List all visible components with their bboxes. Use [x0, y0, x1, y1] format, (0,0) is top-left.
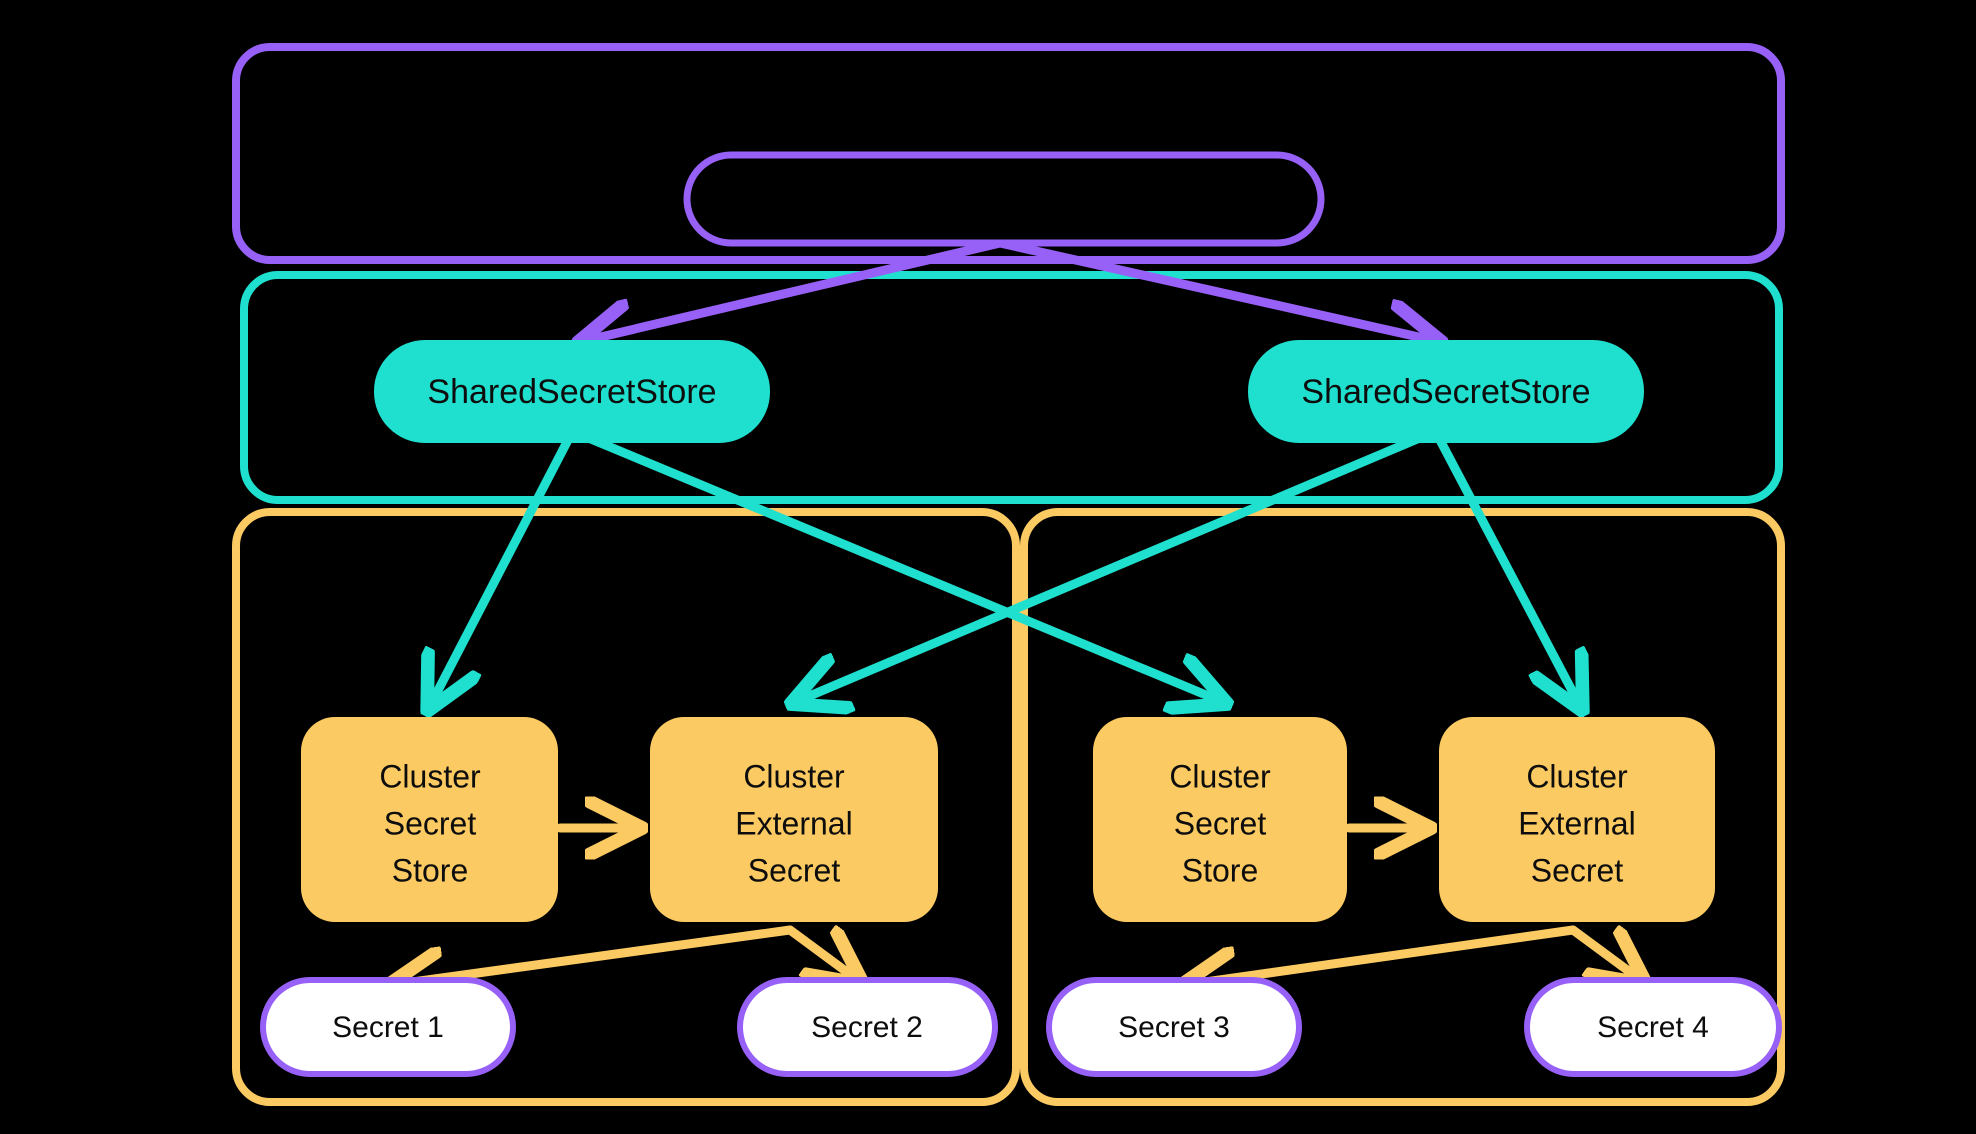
css-right-line3: Store	[1182, 852, 1258, 888]
secret-1-label: Secret 1	[332, 1011, 444, 1044]
cluster-right-container	[1020, 508, 1785, 1106]
node-secret-1[interactable]: Secret 1	[260, 977, 516, 1077]
edge-ces-left-to-secret-2	[785, 930, 855, 978]
ces-left-line1: Cluster	[743, 758, 845, 794]
node-secret-2[interactable]: Secret 2	[737, 977, 998, 1077]
css-left-line2: Secret	[384, 805, 477, 841]
ces-left-line3: Secret	[748, 852, 841, 888]
node-secret-3[interactable]: Secret 3	[1046, 977, 1302, 1077]
node-shared-secret-store-left[interactable]: SharedSecretStore	[374, 340, 770, 443]
secret-2-label: Secret 2	[811, 1011, 923, 1044]
ces-right-line2: External	[1518, 805, 1635, 841]
secret-3-label: Secret 3	[1118, 1011, 1230, 1044]
edge-shared-left-to-css-right	[581, 432, 1218, 700]
shared-scope-container	[240, 271, 1783, 504]
edge-shared-left-to-css-left	[432, 435, 573, 702]
secret-4-label: Secret 4	[1597, 1011, 1709, 1044]
edge-operator-to-shared-right	[995, 238, 1432, 340]
node-cluster-external-secret-left[interactable]: Cluster External Secret	[650, 717, 938, 922]
node-secret-4[interactable]: Secret 4	[1524, 977, 1782, 1077]
shared-secret-store-right-label: SharedSecretStore	[1301, 373, 1590, 411]
css-left-line3: Store	[392, 852, 468, 888]
operator-container	[232, 43, 1785, 264]
edge-shared-right-to-ces-left	[800, 432, 1427, 700]
node-shared-secret-store-right[interactable]: SharedSecretStore	[1248, 340, 1644, 443]
edge-operator-to-shared-left	[588, 238, 1005, 340]
cluster-left-container	[232, 508, 1020, 1106]
ces-left-line2: External	[735, 805, 852, 841]
css-right-line1: Cluster	[1169, 758, 1271, 794]
css-right-line2: Secret	[1174, 805, 1267, 841]
shared-secret-store-left-label: SharedSecretStore	[427, 373, 716, 411]
operator-inner-node[interactable]	[683, 151, 1325, 247]
node-cluster-external-secret-right[interactable]: Cluster External Secret	[1439, 717, 1715, 922]
css-left-line1: Cluster	[379, 758, 481, 794]
edge-ces-left-to-secret-1	[398, 925, 795, 984]
ces-right-line1: Cluster	[1526, 758, 1628, 794]
edge-ces-right-to-secret-4	[1568, 930, 1638, 978]
edge-shared-right-to-ces-right	[1435, 435, 1578, 702]
edge-ces-right-to-secret-3	[1191, 925, 1578, 984]
node-cluster-secret-store-left[interactable]: Cluster Secret Store	[301, 717, 558, 922]
node-cluster-secret-store-right[interactable]: Cluster Secret Store	[1093, 717, 1347, 922]
ces-right-line3: Secret	[1531, 852, 1624, 888]
